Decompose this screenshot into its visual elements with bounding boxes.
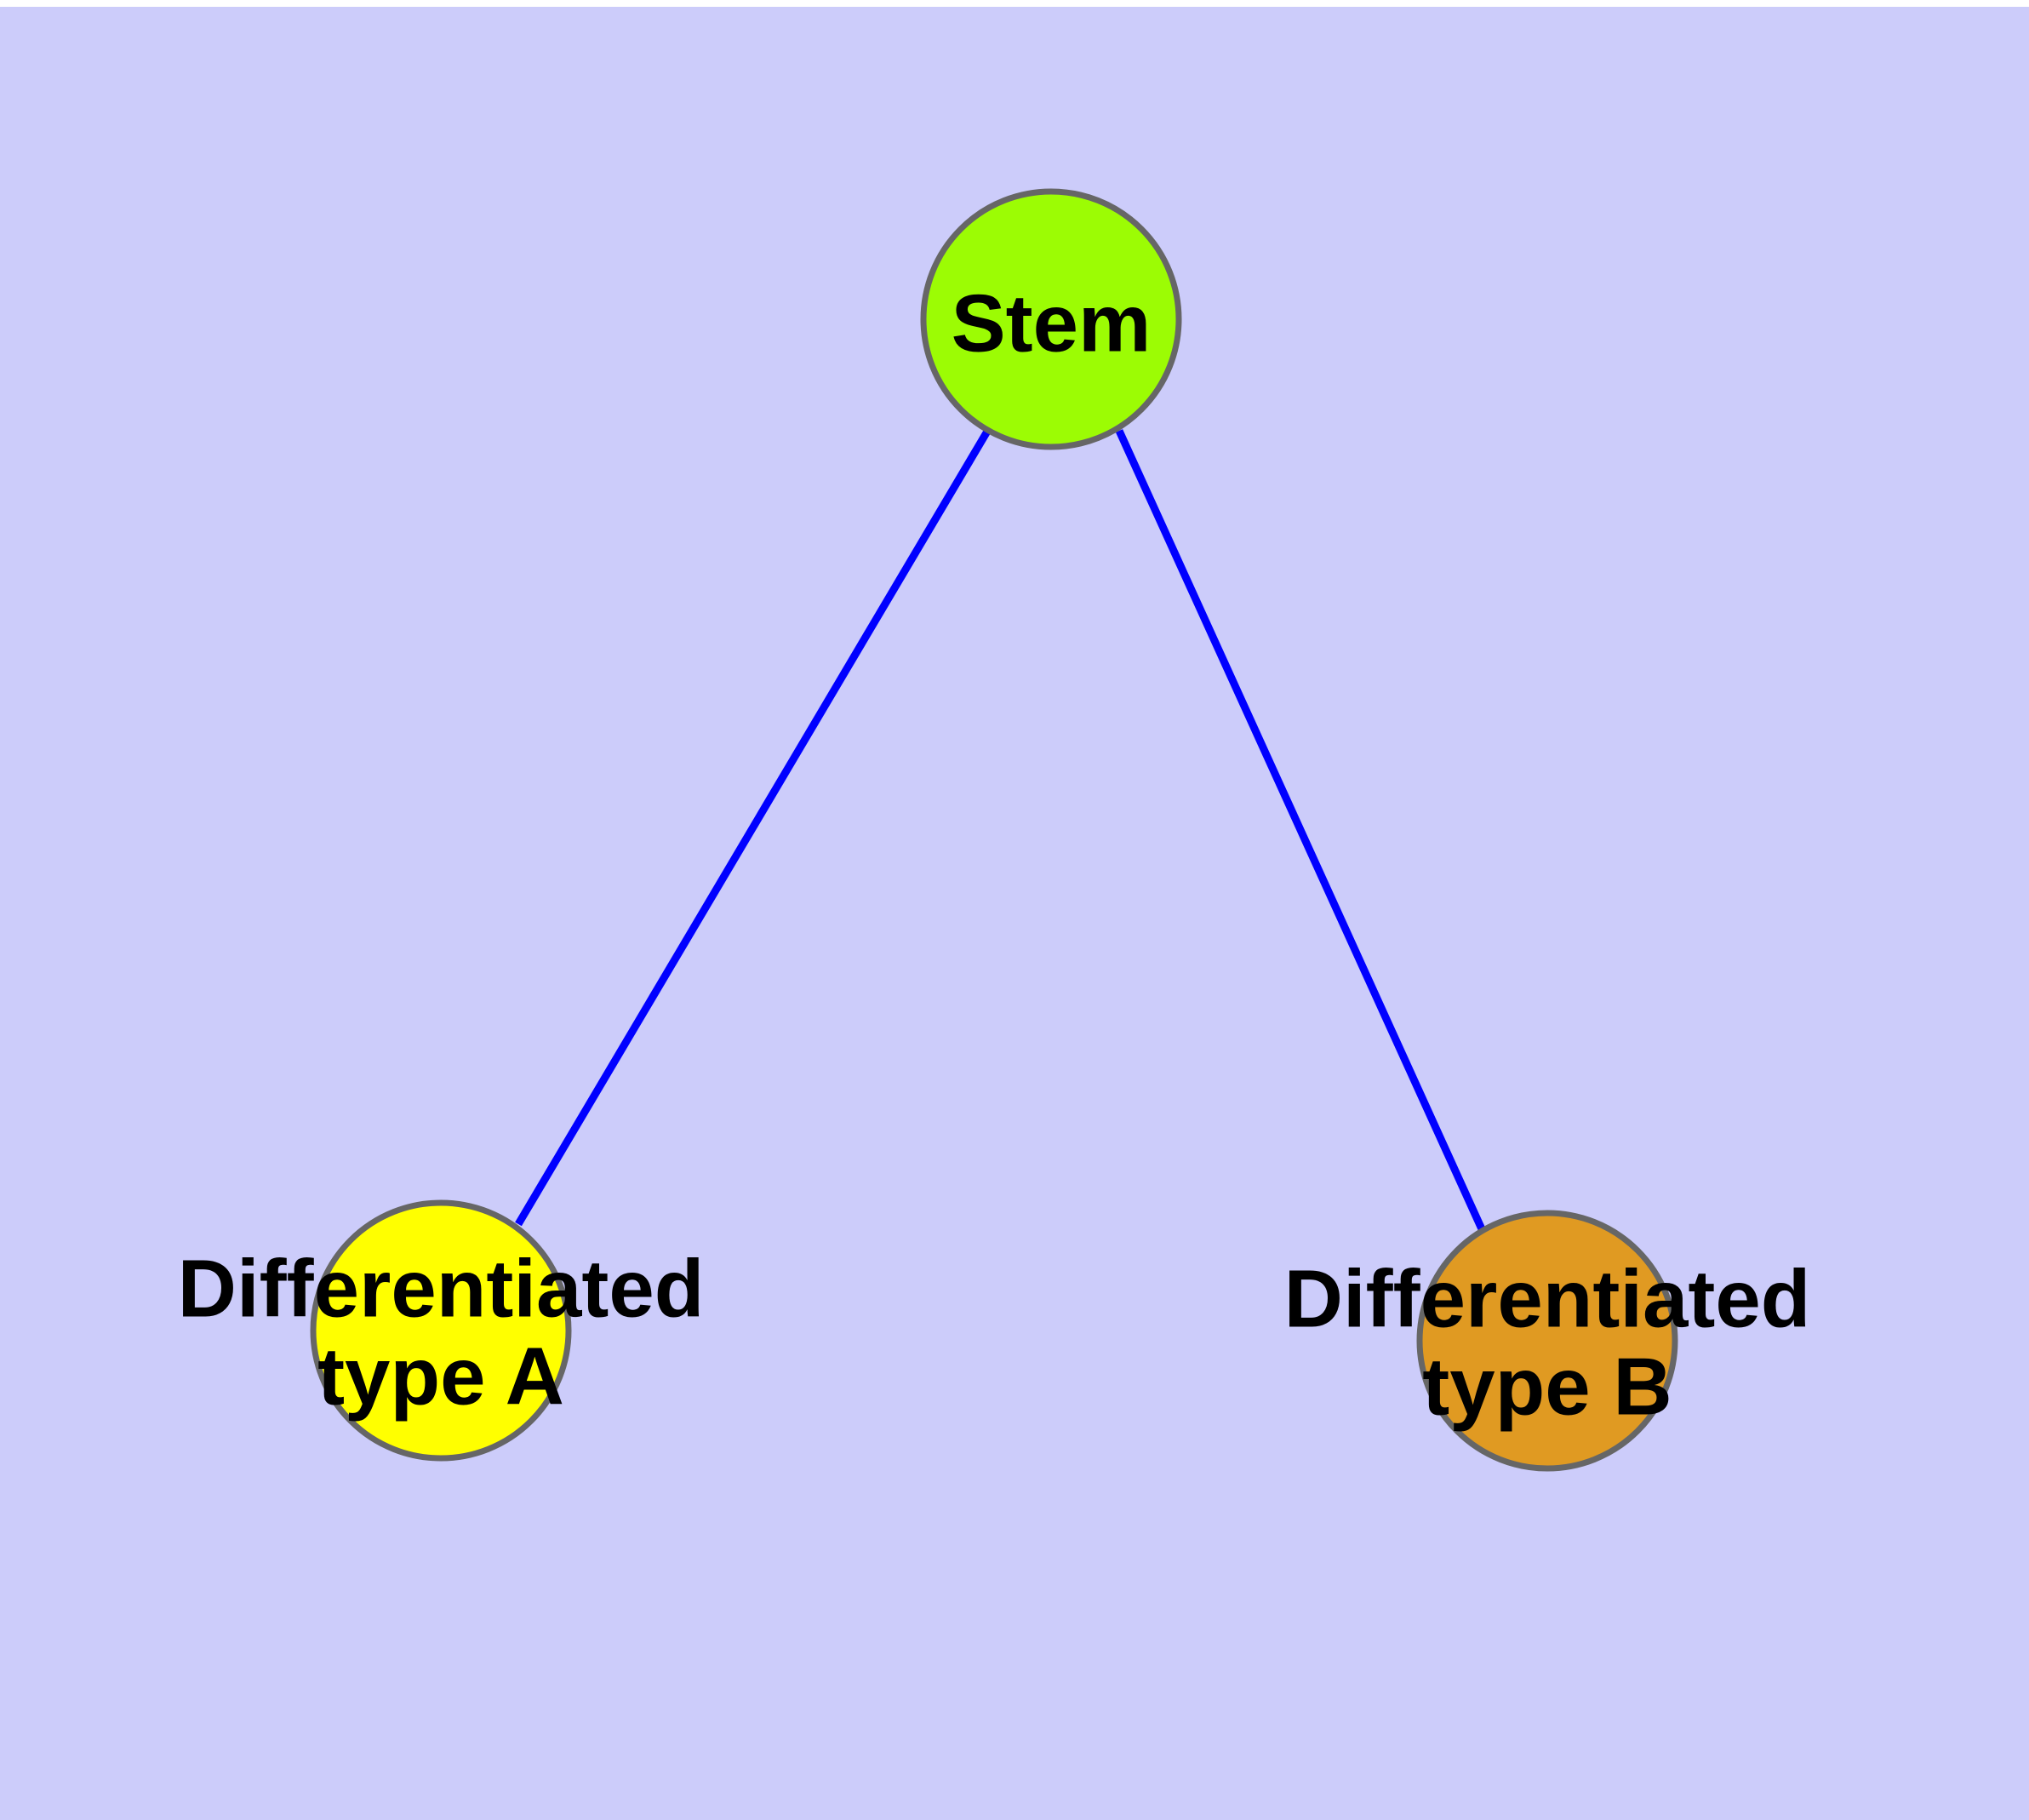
node-differentiated-type-b-label-line2: type B: [1422, 1341, 1672, 1432]
node-stem[interactable]: [920, 188, 1182, 450]
node-differentiated-type-a-label-line2: type A: [317, 1331, 564, 1422]
node-differentiated-type-b[interactable]: [1416, 1210, 1678, 1472]
node-differentiated-type-a-circle[interactable]: [310, 1199, 572, 1462]
label-layer: Stem Differentiated type A Differentiate…: [178, 278, 1811, 1432]
node-differentiated-type-b-circle[interactable]: [1416, 1210, 1678, 1472]
edge-layer: [515, 427, 1487, 1233]
node-differentiated-type-b-label-line1: Differentiated: [1284, 1253, 1811, 1344]
graph-svg: Stem Differentiated type A Differentiate…: [178, 188, 1811, 1472]
edge-stem-to-differentiated-type-b: [1115, 429, 1487, 1233]
node-layer: [310, 188, 1678, 1472]
node-differentiated-type-a-label-line1: Differentiated: [178, 1243, 705, 1334]
node-differentiated-type-a[interactable]: [310, 1199, 572, 1462]
diagram-plot-area: Stem Differentiated type A Differentiate…: [0, 7, 2029, 1820]
node-stem-circle[interactable]: [920, 188, 1182, 450]
edge-stem-to-differentiated-type-a: [515, 427, 992, 1227]
node-stem-label: Stem: [952, 278, 1152, 369]
